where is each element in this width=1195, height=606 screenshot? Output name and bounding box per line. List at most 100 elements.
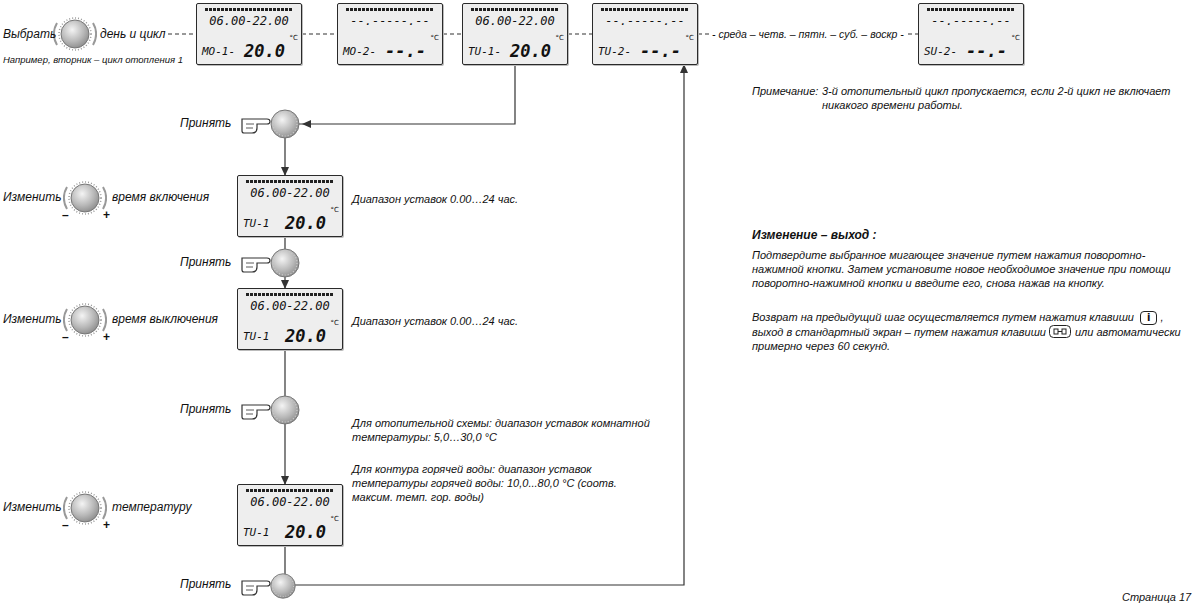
segment-bar: [246, 180, 334, 183]
display-text: 06.00-22.00: [463, 14, 567, 28]
display-text: TU-1: [243, 330, 270, 343]
range-note: Для контура горячей воды: диапазон устав…: [352, 462, 657, 504]
display-text: MO-1-: [202, 45, 235, 58]
lcd-display: 06.00-22.00TU-1 20.0 °C: [237, 175, 343, 237]
range-note: Диапазон уставок 0.00…24 час.: [352, 314, 518, 328]
knob-sign: +: [103, 208, 110, 222]
instruction-text: Подтвердите выбранное мигающее значение …: [752, 248, 1182, 290]
edge-label: - среда – четв. – пятн. – суб. – воскр -: [710, 28, 906, 40]
push-knob: [271, 574, 296, 599]
push-knob: [271, 110, 299, 138]
rotary-knob: [64, 182, 106, 214]
display-text: --.-: [966, 41, 1007, 61]
dashed-connector: [568, 33, 592, 34]
range-note: Диапазон уставок 0.00…24 час.: [352, 192, 518, 206]
rotary-knob: [64, 304, 106, 336]
display-text: --.-: [385, 41, 426, 61]
dashed-line: [168, 34, 196, 35]
action-label: Изменить: [3, 190, 62, 204]
display-text: TU-2-: [598, 45, 631, 58]
action-label: Принять: [180, 402, 231, 416]
display-text: °C: [686, 34, 694, 42]
range-note: Для отопительной схемы: диапазон уставок…: [352, 416, 657, 444]
display-text: --.-----.--: [919, 14, 1023, 28]
display-text: TU-1: [243, 526, 270, 539]
lcd-display: 06.00-22.00TU-1- 20.0 °C: [462, 3, 568, 65]
label-text: температуру: [112, 500, 191, 514]
display-text: 20.0: [285, 326, 326, 346]
page-number: Страница 17: [1122, 590, 1191, 604]
display-text: MO-2-: [343, 45, 376, 58]
dashed-connector: [302, 33, 337, 34]
segment-bar: [346, 8, 434, 11]
display-text: --.-: [640, 41, 681, 61]
hand-icon: [242, 581, 270, 595]
instruction-text: Возврат на предыдущий шаг осуществляется…: [752, 311, 1134, 323]
display-text: °C: [290, 34, 298, 42]
display-text: --.-----.--: [593, 14, 697, 28]
segment-bar: [471, 8, 559, 11]
segment-bar: [246, 489, 334, 492]
display-text: --.-----.--: [338, 14, 442, 28]
knob-sign: –: [62, 208, 69, 222]
label-text: Выбрать: [3, 27, 56, 41]
display-text: 06.00-22.00: [238, 495, 342, 509]
action-label: Изменить: [3, 312, 62, 326]
push-knob: [271, 396, 299, 424]
display-text: °C: [556, 34, 564, 42]
display-text: °C: [331, 319, 339, 327]
segment-bar: [246, 293, 334, 296]
note-heading: Примечание:: [752, 84, 818, 98]
segment-bar: [601, 8, 689, 11]
note-text: 3-й отопительный цикл пропускается, если…: [822, 84, 1187, 112]
display-text: TU-1: [243, 217, 270, 230]
push-knob: [271, 249, 299, 277]
display-text: 20.0: [285, 522, 326, 542]
display-text: TU-1-: [468, 45, 501, 58]
lcd-display: --.-----.-- SU-2- --.- °C: [918, 3, 1024, 65]
arrow-head: [302, 120, 311, 128]
hand-icon: [242, 258, 270, 272]
display-text: °C: [331, 515, 339, 523]
action-label: Принять: [180, 255, 231, 269]
lcd-display: --.-----.-- TU-2- --.- °C: [592, 3, 698, 65]
example-note: Например, вторник – цикл отопления 1: [3, 54, 183, 65]
dashed-connector: [443, 33, 462, 34]
label-text: время выключения: [112, 312, 218, 326]
display-text: 20.0: [285, 213, 326, 233]
flow-arrow: [285, 65, 515, 175]
display-text: 20.0: [244, 41, 285, 61]
display-text: 20.0: [510, 41, 551, 61]
hand-icon: [242, 405, 270, 419]
key-icon: i: [1140, 311, 1157, 325]
lcd-display: 06.00-22.00MO-1- 20.0 °C: [196, 3, 302, 65]
display-text: °C: [431, 34, 439, 42]
display-text: 06.00-22.00: [238, 186, 342, 200]
section-heading: Изменение – выход :: [752, 228, 877, 242]
flow-arrow: [285, 65, 684, 585]
key-icon: [1049, 325, 1071, 338]
hand-icon: [242, 119, 270, 133]
rotary-knob: [64, 492, 106, 524]
action-label: Изменить: [3, 500, 62, 514]
knob-sign: +: [103, 330, 110, 344]
knob-sign: +: [103, 518, 110, 532]
knob-sign: –: [62, 330, 69, 344]
segment-bar: [205, 8, 293, 11]
action-label: Принять: [180, 116, 231, 130]
segment-bar: [927, 8, 1015, 11]
action-label: Принять: [180, 577, 231, 591]
label-text: день и цикл: [100, 27, 166, 41]
display-text: °C: [331, 206, 339, 214]
lcd-display: --.-----.-- MO-2- --.- °C: [337, 3, 443, 65]
knob-sign: –: [62, 518, 69, 532]
display-text: SU-2-: [924, 45, 957, 58]
display-text: 06.00-22.00: [238, 299, 342, 313]
instruction-text: Возврат на предыдущий шаг осуществляется…: [752, 310, 1182, 353]
display-text: 06.00-22.00: [197, 14, 301, 28]
rotary-knob: [54, 18, 96, 50]
display-text: °C: [1012, 34, 1020, 42]
lcd-display: 06.00-22.00TU-1 20.0 °C: [237, 288, 343, 350]
label-text: время включения: [112, 190, 209, 204]
